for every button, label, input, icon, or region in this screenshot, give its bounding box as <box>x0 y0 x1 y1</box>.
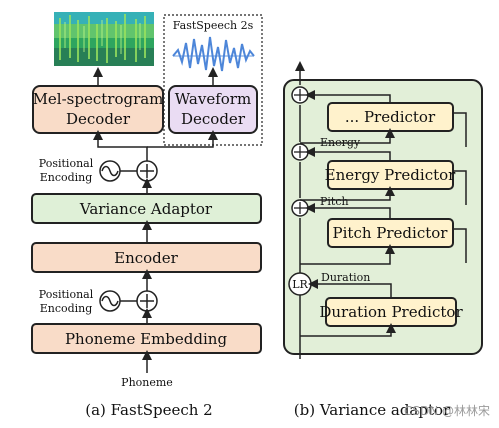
energy-predictor-label: Energy Predictor <box>325 166 457 184</box>
duration-predictor-label: Duration Predictor <box>319 303 463 321</box>
waveform-image <box>172 36 255 72</box>
duration-label: Duration <box>321 271 370 284</box>
fastspeech2-caption: (a) FastSpeech 2 <box>85 401 212 419</box>
fastspeech2-diagram: FastSpeech 2s Mel-spectrogram Decoder Wa… <box>31 12 263 419</box>
mel-spectrogram-decoder-label-line1: Mel-spectrogram <box>33 90 164 108</box>
fastspeech2s-label: FastSpeech 2s <box>173 19 254 32</box>
waveform-decoder-label-line2: Decoder <box>181 110 246 128</box>
positional-encoding-bottom-line1: Positional <box>39 288 94 301</box>
encoder-label: Encoder <box>114 249 179 267</box>
variance-adaptor-caption: (b) Variance adaptor <box>294 401 451 419</box>
waveform-decoder-label-line1: Waveform <box>175 90 251 108</box>
mel-spectrogram-image <box>54 12 154 66</box>
pitch-predictor-label: Pitch Predictor <box>333 224 449 242</box>
mel-spectrogram-decoder-label-line2: Decoder <box>66 110 131 128</box>
phoneme-input-label: Phoneme <box>121 376 173 389</box>
pitch-label: Pitch <box>320 195 349 208</box>
positional-encoding-bottom-line2: Encoding <box>40 302 93 315</box>
variance-adaptor-diagram: LR ... Predictor Energy Predictor Pitch … <box>283 61 483 419</box>
generic-predictor-label: ... Predictor <box>345 108 436 126</box>
length-regulator-label: LR <box>292 278 308 291</box>
variance-adaptor-label: Variance Adaptor <box>79 200 213 218</box>
positional-encoding-top-line2: Encoding <box>40 171 93 184</box>
phoneme-embedding-label: Phoneme Embedding <box>65 330 228 348</box>
variance-adaptor-panel <box>283 79 483 355</box>
csdn-watermark: CSDN @林林宋 <box>404 403 490 418</box>
positional-encoding-top-line1: Positional <box>39 157 94 170</box>
